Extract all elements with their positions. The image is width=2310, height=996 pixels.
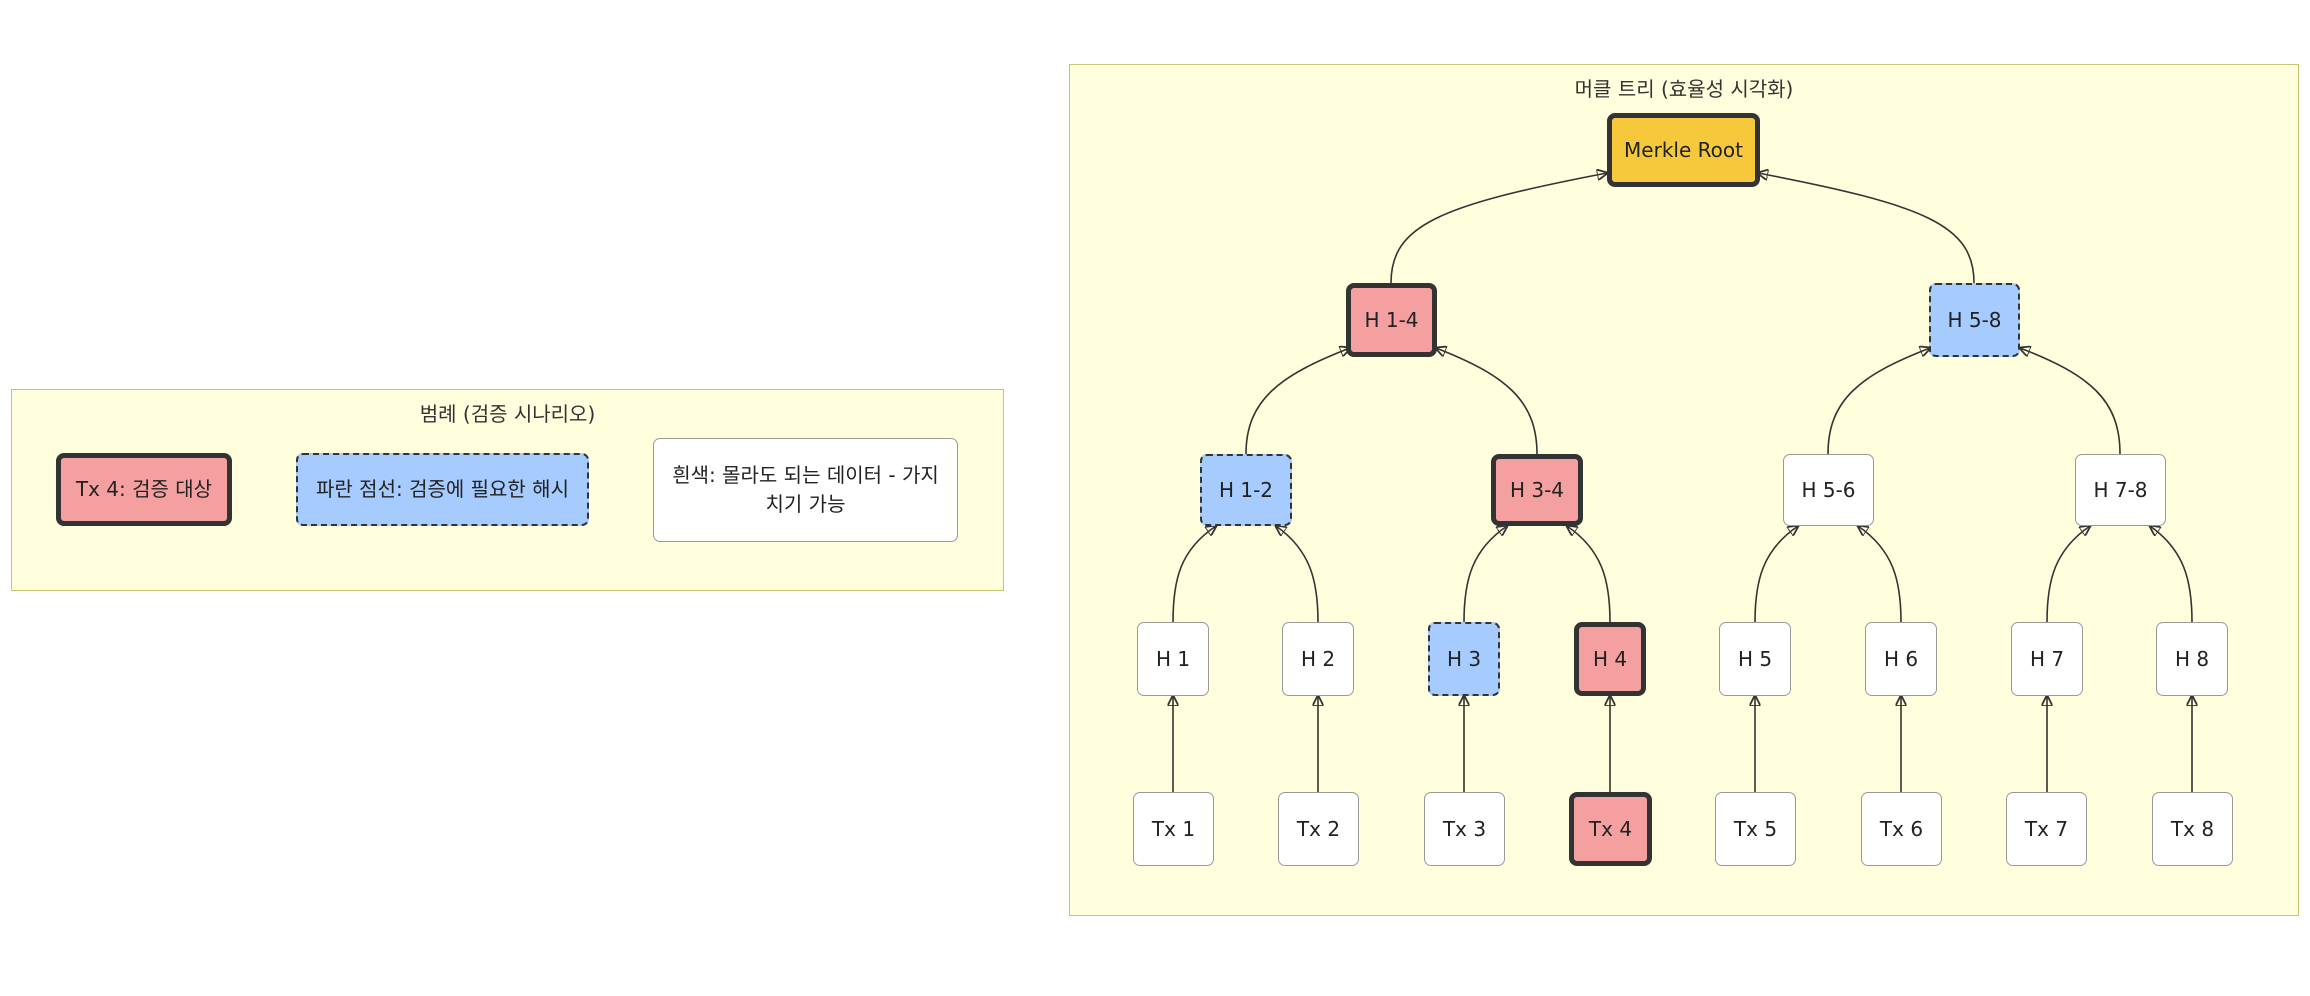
node-h5-8: H 5-8 bbox=[1929, 283, 2020, 357]
node-h4: H 4 bbox=[1574, 622, 1646, 696]
node-h1-2: H 1-2 bbox=[1200, 454, 1292, 526]
node-tx4: Tx 4 bbox=[1569, 792, 1652, 866]
node-h6: H 6 bbox=[1865, 622, 1937, 696]
merkle-root-node: Merkle Root bbox=[1607, 113, 1760, 187]
node-h3: H 3 bbox=[1428, 622, 1500, 696]
legend-target-node: Tx 4: 검증 대상 bbox=[56, 453, 232, 526]
node-h1-4: H 1-4 bbox=[1346, 283, 1437, 357]
node-h3-4: H 3-4 bbox=[1491, 454, 1583, 526]
node-h7-8: H 7-8 bbox=[2075, 454, 2166, 526]
node-h5-6: H 5-6 bbox=[1783, 454, 1874, 526]
node-tx7: Tx 7 bbox=[2006, 792, 2087, 866]
legend-title: 범례 (검증 시나리오) bbox=[419, 402, 596, 426]
node-tx2: Tx 2 bbox=[1278, 792, 1359, 866]
node-tx3: Tx 3 bbox=[1424, 792, 1505, 866]
legend-prunable-node: 흰색: 몰라도 되는 데이터 - 가지치기 가능 bbox=[653, 438, 958, 542]
node-tx6: Tx 6 bbox=[1861, 792, 1942, 866]
merkle-tree-title: 머클 트리 (효율성 시각화) bbox=[1574, 77, 1794, 101]
node-h2: H 2 bbox=[1282, 622, 1354, 696]
node-tx8: Tx 8 bbox=[2152, 792, 2233, 866]
node-tx1: Tx 1 bbox=[1133, 792, 1214, 866]
node-h5: H 5 bbox=[1719, 622, 1791, 696]
node-tx5: Tx 5 bbox=[1715, 792, 1796, 866]
node-h8: H 8 bbox=[2156, 622, 2228, 696]
legend-proof-node: 파란 점선: 검증에 필요한 해시 bbox=[296, 453, 589, 526]
node-h1: H 1 bbox=[1137, 622, 1209, 696]
node-h7: H 7 bbox=[2011, 622, 2083, 696]
